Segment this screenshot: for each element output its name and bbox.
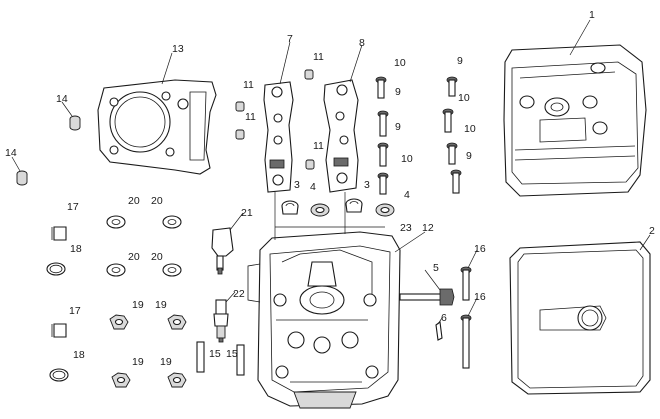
callout-11c: 11 [245,111,256,123]
callout-22: 22 [233,288,245,300]
callout-10d: 10 [464,123,476,135]
callout-10b: 10 [401,153,413,165]
nut-19-d [167,372,187,388]
bolt-10-a [375,76,387,99]
bolt-5 [399,288,455,306]
callout-23: 23 [400,222,412,234]
nut-19-c [111,372,131,388]
callout-labels: 1 2 3 3 4 4 5 6 7 8 9 9 9 9 10 10 10 10 … [5,9,655,368]
callout-7: 7 [287,33,293,45]
clip-6 [435,320,443,341]
pin-11-a [304,69,314,80]
callout-8: 8 [359,37,365,49]
nut-3-a [281,200,299,215]
callout-11d: 11 [313,140,324,152]
callout-2: 2 [649,225,655,237]
callout-13: 13 [172,43,184,55]
leader-lines [11,19,651,325]
bolt-10-c [442,108,454,133]
bolt-9-d [450,169,462,194]
callout-4a: 4 [310,181,316,193]
callout-12: 12 [422,222,434,234]
dowel-15-a [196,341,205,373]
washer-4-a [310,203,330,217]
callout-1: 1 [589,9,595,21]
callout-9b: 9 [395,121,401,133]
callout-20b: 20 [151,195,163,207]
cover-gasket [509,241,651,395]
washer-4-b [375,203,395,217]
callout-11a: 11 [313,51,324,63]
oring-18-a [46,262,66,276]
washer-20-b [162,215,182,229]
callout-9c: 9 [457,55,463,67]
callout-19d: 19 [160,356,172,368]
callout-3b: 3 [364,179,370,191]
callout-20d: 20 [151,251,163,263]
bolt-9-c [446,76,458,97]
callout-14a: 14 [56,93,68,105]
pin-11-b [235,101,245,112]
stud-16-b [460,314,472,369]
rocker-holder-left [263,81,294,193]
spark-plug-22 [213,299,229,343]
callout-20a: 20 [128,195,140,207]
washer-20-c [106,263,126,277]
bolt-10-d [446,142,458,165]
bolt-10-b [377,172,389,195]
sleeve-17-b [51,323,67,338]
callout-10a: 10 [394,57,406,69]
callout-17b: 17 [69,305,81,317]
pin-11-d [305,159,315,170]
callout-19c: 19 [132,356,144,368]
nut-19-a [109,314,129,330]
nut-19-b [167,314,187,330]
washer-20-d [162,263,182,277]
sleeve-17-a [51,226,67,241]
callout-14b: 14 [5,147,17,159]
callout-15a: 15 [209,348,221,360]
callout-20c: 20 [128,251,140,263]
callout-9d: 9 [466,150,472,162]
bolt-9-a [377,110,389,137]
stud-16-a [460,266,472,301]
callout-4b: 4 [404,189,410,201]
dowel-15-b [236,344,245,376]
callout-19b: 19 [155,299,167,311]
cylinder-head [247,231,401,409]
valve-cover [503,44,647,197]
sensor-21 [211,227,234,275]
callout-18b: 18 [73,349,85,361]
callout-6: 6 [441,312,447,324]
callout-17a: 17 [67,201,79,213]
oring-18-b [49,368,69,382]
callout-16b: 16 [474,291,486,303]
callout-5: 5 [433,262,439,274]
pin-11-c [235,129,245,140]
dowel-pin-lower [16,170,28,186]
dowel-pin-upper [69,115,81,131]
rocker-holder-right [323,79,359,193]
washer-20-a [106,215,126,229]
callout-11b: 11 [243,79,254,91]
callout-16a: 16 [474,243,486,255]
callout-9a: 9 [395,86,401,98]
callout-21: 21 [241,207,253,219]
callout-15b: 15 [226,348,238,360]
callout-3a: 3 [294,179,300,191]
callout-18a: 18 [70,243,82,255]
nut-3-b [345,198,363,213]
callout-10c: 10 [458,92,470,104]
head-gasket [97,79,217,175]
bolt-9-b [377,142,389,167]
callout-19a: 19 [132,299,144,311]
